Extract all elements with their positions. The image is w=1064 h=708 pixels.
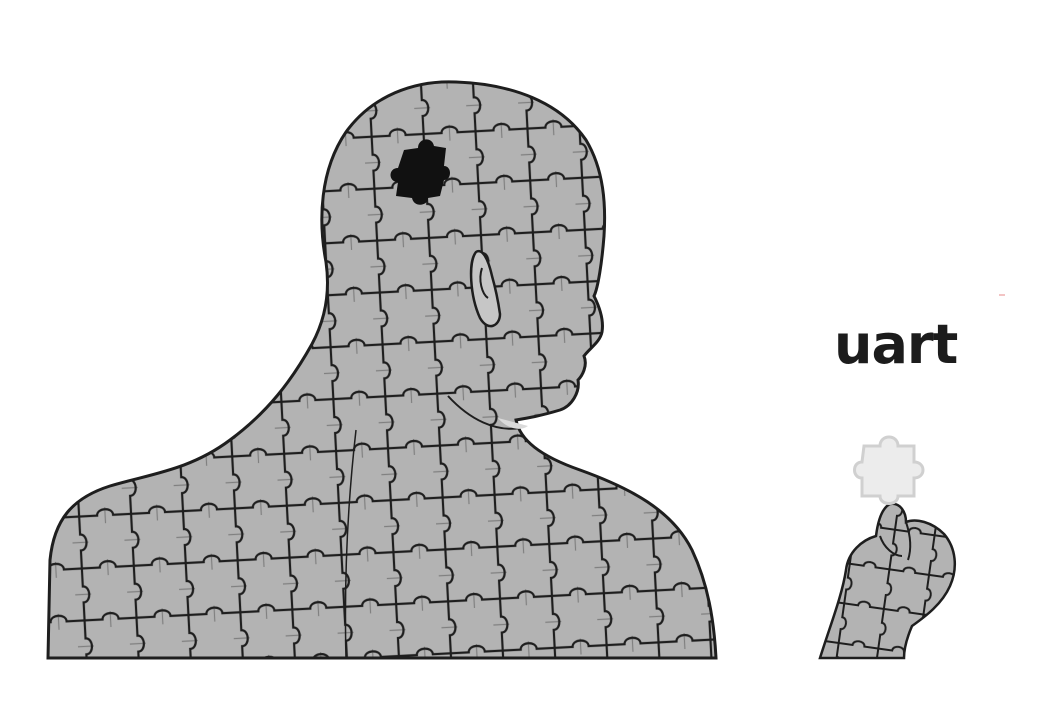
hand-icon — [818, 502, 957, 660]
caption-text: uart — [834, 313, 958, 376]
puzzle-hole-icon — [390, 139, 450, 205]
stray-speck — [999, 294, 1005, 296]
puzzle-person-icon — [46, 80, 718, 660]
puzzle-piece-icon — [853, 435, 925, 505]
